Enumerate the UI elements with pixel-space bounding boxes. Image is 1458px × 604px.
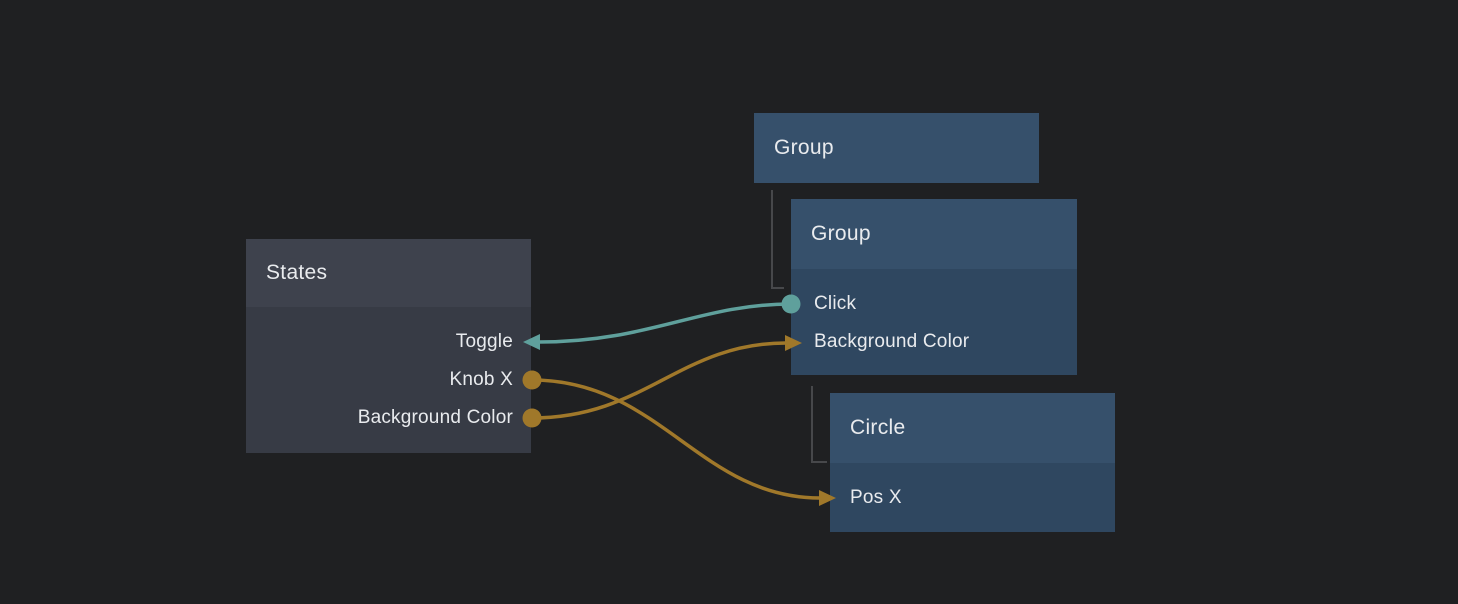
node-title: Circle — [850, 416, 906, 439]
port-row-toggle[interactable]: Toggle — [455, 331, 513, 352]
port-row-click[interactable]: Click — [814, 293, 857, 314]
port-row-background-color[interactable]: Background Color — [814, 331, 970, 352]
node-title: Group — [774, 136, 834, 159]
node-header[interactable]: Circle — [830, 393, 1115, 463]
wire-click-to-toggle[interactable] — [537, 302, 793, 344]
arrowhead-background-color-icon[interactable] — [785, 335, 802, 351]
arrowhead-pos-x-icon[interactable] — [819, 490, 836, 506]
node-title: States — [266, 261, 328, 284]
wire-knobx-to-posx[interactable] — [530, 378, 822, 500]
node-group[interactable]: Group Click Background Color — [791, 199, 1077, 375]
port-row-knob-x[interactable]: Knob X — [449, 369, 513, 390]
node-body: Toggle Knob X Background Color — [246, 307, 531, 453]
node-header[interactable]: Group — [791, 199, 1077, 269]
node-states[interactable]: States Toggle Knob X Background Color — [246, 239, 531, 453]
port-row-background-color[interactable]: Background Color — [357, 407, 513, 428]
node-circle[interactable]: Circle Pos X — [830, 393, 1115, 532]
hierarchy-line-group-to-circle — [811, 386, 827, 463]
port-dot-click-icon[interactable] — [781, 294, 801, 314]
port-dot-background-color-icon[interactable] — [522, 408, 542, 428]
node-body: Pos X — [830, 463, 1115, 532]
arrowhead-toggle-icon[interactable] — [523, 334, 540, 350]
node-header[interactable]: Group — [754, 113, 1039, 183]
node-header[interactable]: States — [246, 239, 531, 307]
node-group-top[interactable]: Group — [754, 113, 1039, 183]
port-row-pos-x[interactable]: Pos X — [850, 487, 902, 508]
wire-bgcolor-to-bgcolor[interactable] — [530, 341, 788, 420]
node-title: Group — [811, 222, 871, 245]
hierarchy-line-grouptop-to-group — [771, 190, 784, 289]
port-dot-knob-x-icon[interactable] — [522, 370, 542, 390]
node-body: Click Background Color — [791, 269, 1077, 375]
